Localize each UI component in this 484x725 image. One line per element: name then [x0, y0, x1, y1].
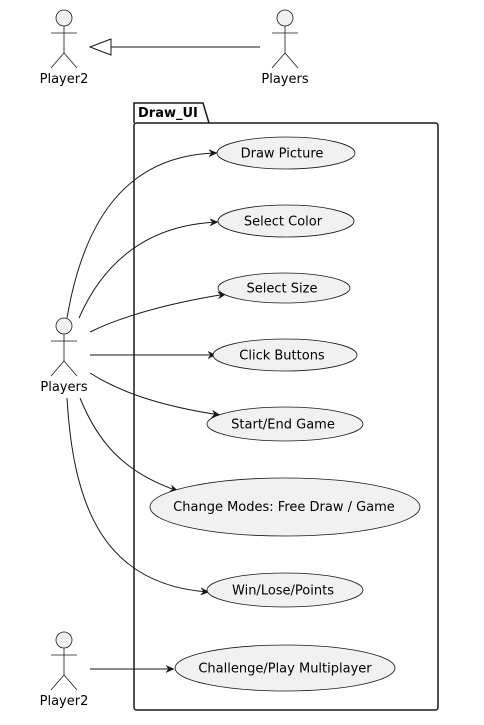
- use-case-challenge-multiplayer: Challenge/Play Multiplayer: [174, 644, 396, 692]
- use-case-label: Start/End Game: [231, 418, 335, 433]
- actor-players-main: Players: [40, 317, 88, 395]
- association-win-lose-points: [66, 397, 209, 592]
- association-draw-picture: [66, 153, 217, 319]
- generalization-players-to-player2: [88, 38, 260, 56]
- actor-player2-bottom: Player2: [40, 631, 89, 709]
- use-case-ellipse: [206, 572, 364, 608]
- use-case-click-buttons: Click Buttons: [212, 338, 358, 372]
- association-select-size: [89, 294, 226, 333]
- actor-label: Player2: [40, 72, 89, 87]
- generalization-arrowhead: [88, 38, 112, 56]
- use-case-label: Click Buttons: [239, 349, 325, 364]
- actor-head: [55, 631, 73, 649]
- association-start-end-game: [89, 372, 220, 415]
- use-case-draw-picture: Draw Picture: [216, 136, 356, 170]
- use-case-ellipse: [217, 204, 355, 238]
- actor-player2-top: Player2: [40, 9, 89, 87]
- use-case-ellipse: [216, 136, 356, 170]
- package-label: Draw_UI: [138, 106, 198, 121]
- actor-head: [276, 9, 294, 27]
- package-tab: [133, 102, 210, 124]
- actor-head: [55, 317, 73, 335]
- use-case-win-lose-points: Win/Lose/Points: [206, 572, 364, 608]
- use-case-change-modes: Change Modes: Free Draw / Game: [149, 477, 421, 537]
- use-case-label: Draw Picture: [241, 147, 324, 162]
- use-case-label: Select Size: [247, 282, 318, 297]
- use-case-label: Select Color: [244, 215, 323, 230]
- actor-label: Players: [40, 380, 87, 395]
- use-case-select-size: Select Size: [217, 272, 351, 304]
- use-case-ellipse: [206, 406, 364, 442]
- use-case-start-end-game: Start/End Game: [206, 406, 364, 442]
- use-case-ellipse: [217, 272, 351, 304]
- actor-players-top: Players: [261, 9, 309, 87]
- association-select-color: [78, 222, 218, 319]
- association-change-modes: [79, 397, 178, 491]
- use-case-ellipse: [174, 644, 396, 692]
- actor-label: Players: [261, 72, 308, 87]
- use-case-label: Change Modes: Free Draw / Game: [173, 500, 395, 515]
- use-case-ellipse: [149, 477, 421, 537]
- use-case-select-color: Select Color: [217, 204, 355, 238]
- use-case-label: Win/Lose/Points: [232, 584, 334, 599]
- use-case-label: Challenge/Play Multiplayer: [198, 662, 372, 677]
- actor-label: Player2: [40, 694, 89, 709]
- package-draw-ui: Draw_UI: [133, 102, 439, 711]
- use-case-ellipse: [212, 338, 358, 372]
- actor-head: [55, 9, 73, 27]
